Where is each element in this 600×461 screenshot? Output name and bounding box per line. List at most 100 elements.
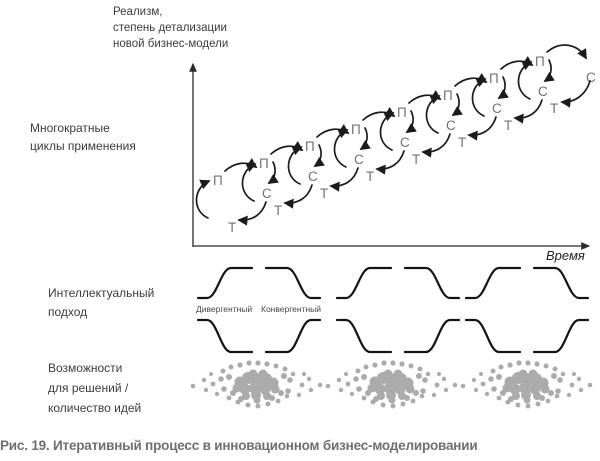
idea-dot <box>393 369 403 379</box>
idea-dot <box>443 387 449 393</box>
idea-dot <box>508 396 514 402</box>
idea-dot <box>259 383 271 395</box>
idea-dot <box>431 392 437 398</box>
lens-curve <box>403 318 461 354</box>
idea-dot <box>509 383 521 395</box>
idea-dots-cluster <box>190 360 323 409</box>
idea-dot <box>363 364 369 370</box>
cycle-arrow-build-to-test <box>375 150 405 175</box>
cycle-arrow-design-to-build <box>497 76 509 99</box>
idea-dot <box>388 396 396 404</box>
idea-dot <box>554 393 560 399</box>
idea-dot <box>441 376 447 382</box>
cycle-arrow-build-to-test <box>237 201 267 226</box>
idea-dot <box>237 362 243 368</box>
cycle-letter-test: Т <box>366 169 374 184</box>
cycle-letter-build: С <box>446 118 456 133</box>
lens-curve <box>464 318 522 354</box>
idea-dot <box>572 372 576 376</box>
idea-dot <box>361 395 367 401</box>
cycle-letter-design: П <box>535 54 545 69</box>
cycle-arrow-design-over <box>362 107 396 121</box>
lens-curve <box>403 266 461 300</box>
y-axis-label: Реализм, степень детализации новой бизне… <box>113 6 229 50</box>
idea-dot <box>587 382 593 388</box>
cycle-arrow-design-over <box>500 56 534 70</box>
lens-curve <box>196 318 254 354</box>
idea-dot <box>282 366 288 372</box>
idea-dot <box>380 402 386 408</box>
idea-dot <box>210 381 216 387</box>
idea-dot <box>275 398 281 404</box>
idea-dot <box>484 391 490 397</box>
idea-dot <box>471 377 477 383</box>
idea-dot <box>306 376 312 382</box>
idea-dot <box>302 372 306 376</box>
idea-dot <box>264 361 270 367</box>
cycle-arrow-test-to-design <box>333 128 349 168</box>
idea-dot <box>539 395 545 401</box>
idea-dot <box>232 383 242 393</box>
idea-dot <box>400 401 406 407</box>
idea-dot <box>226 374 232 380</box>
idea-dot <box>525 403 531 409</box>
idea-dot <box>560 371 566 377</box>
cycle-arrow-design-over <box>270 141 304 155</box>
idea-dot <box>214 391 220 397</box>
idea-dot <box>405 384 415 394</box>
idea-dot <box>473 387 479 393</box>
label-multiple-cycles: Многократные циклы применения <box>30 121 136 153</box>
idea-dot <box>523 396 531 404</box>
idea-dot <box>413 390 419 396</box>
cycle-arrow-design-over <box>224 158 258 172</box>
cycle-letter-design: П <box>351 122 361 137</box>
idea-dot <box>540 384 550 394</box>
caption-number: Рис. 19. <box>0 438 50 453</box>
cycle-arrow-test-to-design <box>287 145 303 185</box>
idea-dot <box>336 377 342 383</box>
idea-dot <box>355 368 361 374</box>
idea-dot <box>239 383 251 395</box>
idea-dot <box>296 392 302 398</box>
idea-dot <box>258 369 268 379</box>
idea-dot <box>356 386 362 392</box>
idea-dot <box>512 392 520 400</box>
idea-dot <box>270 384 280 394</box>
idea-dot <box>381 360 387 366</box>
idea-dot <box>496 374 502 380</box>
idea-dot <box>201 377 207 383</box>
idea-dot <box>507 362 513 368</box>
cycle-letter-test: Т <box>320 186 328 201</box>
idea-dot <box>221 386 227 392</box>
idea-dot <box>535 401 541 407</box>
idea-dot <box>238 396 244 402</box>
cycle-letter-build-trailing: С <box>586 70 596 85</box>
idea-dot <box>557 377 563 383</box>
cycle-arrow-build-to-test <box>513 99 543 124</box>
idea-dot <box>408 363 414 369</box>
cycle-letter-test: Т <box>550 101 558 116</box>
cycle-arrow-design-to-build <box>405 110 417 133</box>
idea-dot <box>410 398 416 404</box>
idea-dot <box>269 395 275 401</box>
idea-dot <box>525 360 531 366</box>
idea-dot <box>284 393 290 399</box>
idea-dot <box>515 402 521 408</box>
idea-dot <box>361 374 367 380</box>
idea-dot <box>543 363 549 369</box>
x-axis-label: Время <box>546 248 585 263</box>
cycle-letter-build: С <box>262 186 272 201</box>
idea-dot <box>255 403 261 409</box>
idea-dot <box>242 392 250 400</box>
cycle-arrow-design-to-build <box>359 127 371 150</box>
figure-caption: Рис. 19. Итеративный процесс в инновацио… <box>0 438 600 453</box>
idea-dot <box>255 360 261 366</box>
cycle-arrow-design-to-build <box>451 93 463 116</box>
idea-dot <box>273 363 279 369</box>
cycle-arrow-design-to-build <box>543 59 555 82</box>
idea-dot <box>285 388 291 394</box>
idea-dot <box>394 383 406 395</box>
cycle-letter-design: П <box>213 173 223 188</box>
cycle-arrow-test-to-design <box>471 77 487 117</box>
